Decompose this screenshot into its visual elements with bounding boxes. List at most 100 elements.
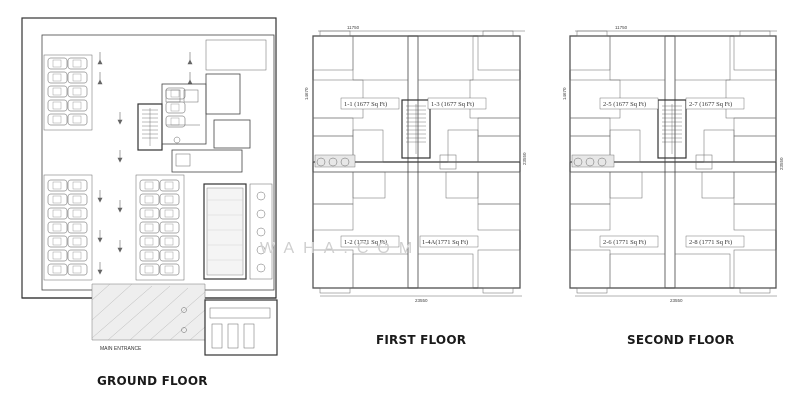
- car-windshield: [170, 117, 180, 126]
- parked-cars: [47, 57, 186, 276]
- parked-car: [159, 235, 180, 248]
- ground-floor-caption: GROUND FLOOR: [97, 374, 208, 388]
- parked-car: [165, 101, 186, 114]
- unit-label-1-4a: 1-4A(1771 Sq Ft): [422, 239, 468, 246]
- watermark: WAHA.COM: [260, 240, 421, 257]
- car-windshield: [144, 265, 154, 274]
- car-windshield: [72, 115, 82, 124]
- parked-car: [159, 263, 180, 276]
- traffic-arrows: [97, 52, 193, 275]
- car-windshield: [144, 181, 154, 190]
- arrow-head: [97, 59, 103, 65]
- parked-car: [67, 179, 88, 192]
- second-total-dimension: 23550: [670, 298, 683, 303]
- car-windshield: [72, 73, 82, 82]
- unit-label-2-8: 2-8 (1771 Sq Ft): [689, 239, 732, 246]
- unit-label-2-7: 2-7 (1677 Sq Ft): [689, 101, 732, 108]
- parked-car: [47, 193, 68, 206]
- car-windshield: [164, 195, 174, 204]
- ground-floor-plan: MAIN ENTRANCE: [21, 17, 278, 356]
- first-floor-caption: FIRST FLOOR: [376, 333, 467, 347]
- car-windshield: [72, 223, 82, 232]
- car-windshield: [164, 181, 174, 190]
- parked-car: [47, 207, 68, 220]
- first-floor-plan: 11750 23550 14670 23550: [304, 25, 527, 303]
- parked-car: [67, 207, 88, 220]
- parked-car: [47, 57, 68, 70]
- car-windshield: [52, 237, 62, 246]
- second-floor-plan: 11750 23550 14670 23550: [562, 25, 784, 303]
- car-windshield: [170, 89, 180, 98]
- car-windshield: [164, 223, 174, 232]
- parked-car: [47, 85, 68, 98]
- parked-car: [67, 71, 88, 84]
- arrow-head: [97, 237, 103, 243]
- parked-car: [67, 113, 88, 126]
- parked-car: [67, 57, 88, 70]
- arrow-head: [97, 79, 103, 85]
- parked-car: [67, 99, 88, 112]
- parked-car: [67, 249, 88, 262]
- parked-car: [159, 221, 180, 234]
- parked-car: [139, 221, 160, 234]
- second-width-dimension: 11750: [615, 25, 628, 30]
- parked-car: [165, 87, 186, 100]
- car-windshield: [52, 59, 62, 68]
- arrow-head: [97, 197, 103, 203]
- parked-car: [159, 249, 180, 262]
- car-windshield: [52, 195, 62, 204]
- parked-car: [47, 71, 68, 84]
- car-windshield: [72, 265, 82, 274]
- car-windshield: [52, 181, 62, 190]
- car-windshield: [164, 237, 174, 246]
- car-windshield: [52, 251, 62, 260]
- arrow-head: [97, 269, 103, 275]
- car-windshield: [52, 115, 62, 124]
- first-width-dimension: 11750: [347, 25, 360, 30]
- parked-car: [47, 99, 68, 112]
- arrow-head: [187, 59, 193, 65]
- car-windshield: [52, 87, 62, 96]
- unit-label-2-6: 2-6 (1771 Sq Ft): [603, 239, 646, 246]
- parked-car: [67, 263, 88, 276]
- parked-car: [67, 193, 88, 206]
- parked-car: [47, 221, 68, 234]
- car-windshield: [52, 223, 62, 232]
- main-entrance-label: MAIN ENTRANCE: [100, 346, 142, 352]
- unit-label-1-2: 1-2 (1771 Sq Ft): [344, 239, 387, 246]
- second-stair-core: [657, 99, 687, 159]
- parked-car: [47, 249, 68, 262]
- car-windshield: [72, 181, 82, 190]
- first-right-dimension: 23550: [522, 152, 527, 165]
- parked-car: [67, 221, 88, 234]
- car-windshield: [144, 223, 154, 232]
- parking-bays-middle: [135, 174, 185, 281]
- parked-car: [139, 193, 160, 206]
- parked-car: [159, 207, 180, 220]
- parked-car: [67, 235, 88, 248]
- car-windshield: [52, 265, 62, 274]
- arrow-head: [117, 207, 123, 213]
- second-right-dimension: 23550: [779, 157, 784, 170]
- car-windshield: [52, 209, 62, 218]
- arrow-head: [117, 157, 123, 163]
- unit-label-1-1: 1-1 (1677 Sq Ft): [344, 101, 387, 108]
- car-windshield: [170, 103, 180, 112]
- car-windshield: [164, 209, 174, 218]
- parked-car: [139, 263, 160, 276]
- parked-car: [139, 179, 160, 192]
- first-stair-core: [401, 99, 431, 159]
- car-windshield: [72, 195, 82, 204]
- second-left-dimension: 14670: [562, 87, 567, 100]
- car-windshield: [144, 195, 154, 204]
- parked-car: [165, 115, 186, 128]
- arrow-head: [117, 119, 123, 125]
- car-windshield: [144, 251, 154, 260]
- car-windshield: [72, 87, 82, 96]
- car-windshield: [164, 251, 174, 260]
- swimming-pool: [203, 183, 247, 280]
- parked-car: [47, 263, 68, 276]
- parked-car: [159, 179, 180, 192]
- first-left-dimension: 14670: [304, 87, 309, 100]
